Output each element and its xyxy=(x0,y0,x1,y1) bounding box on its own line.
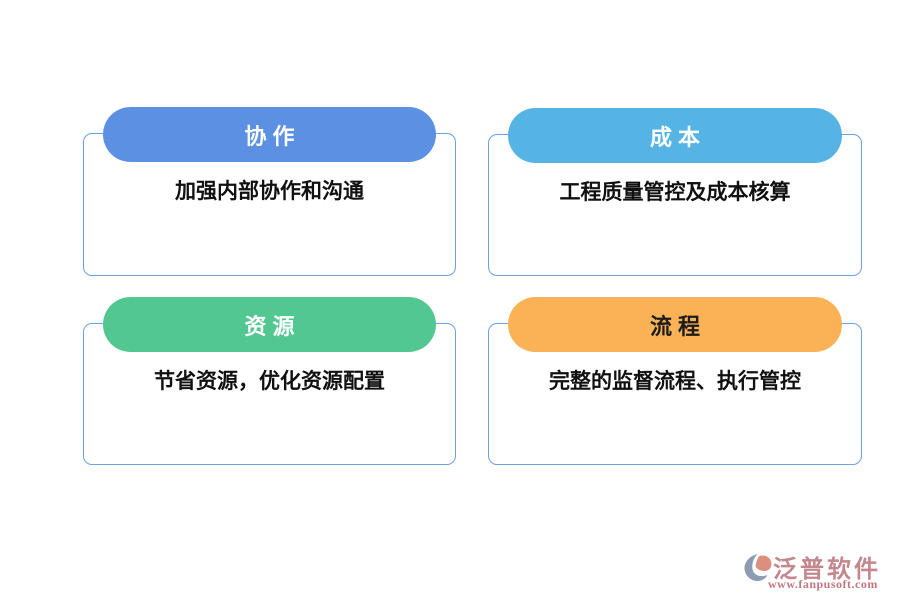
card-process: 流 程 完整的监督流程、执行管控 xyxy=(488,297,862,465)
card-process-description: 完整的监督流程、执行管控 xyxy=(549,370,801,393)
brand-name: 泛普软件 xyxy=(773,556,881,583)
logo-swoosh-primary xyxy=(744,554,768,581)
card-collaboration-description: 加强内部协作和沟通 xyxy=(175,180,364,203)
card-collaboration-header: 协 作 xyxy=(103,107,436,162)
brand-url: www.fanpusoft.com xyxy=(768,577,878,591)
card-cost-header: 成 本 xyxy=(508,108,842,163)
card-resources-header: 资 源 xyxy=(103,297,436,352)
card-process-header: 流 程 xyxy=(508,297,842,352)
logo-leaf-accent xyxy=(755,555,772,571)
card-collaboration: 协 作 加强内部协作和沟通 xyxy=(83,107,456,276)
brand-watermark: 泛普软件 www.fanpusoft.com xyxy=(742,549,897,597)
card-cost: 成 本 工程质量管控及成本核算 xyxy=(488,108,862,276)
card-cost-description: 工程质量管控及成本核算 xyxy=(559,181,791,204)
fanpu-logo-icon xyxy=(744,554,772,581)
card-resources-description: 节省资源，优化资源配置 xyxy=(154,370,385,393)
card-resources: 资 源 节省资源，优化资源配置 xyxy=(83,297,456,465)
